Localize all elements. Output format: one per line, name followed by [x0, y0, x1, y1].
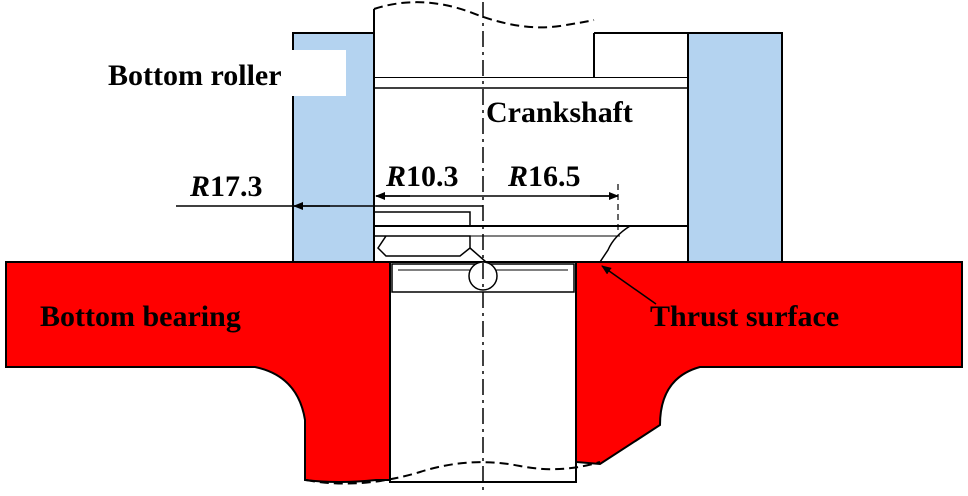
thrust-surface-label: Thrust surface: [650, 300, 839, 333]
bottom-bearing-body: [5, 261, 391, 483]
thrust-surface-leader: [601, 265, 657, 305]
crankshaft-top-break: [373, 1, 595, 29]
bottom-bearing-body-right: [575, 261, 963, 466]
bottom-bearing-label: Bottom bearing: [40, 300, 241, 333]
dimension-r10-label: R10.3: [385, 160, 459, 193]
journal-bottom-break: [305, 461, 601, 485]
bottom-roller-label: Bottom roller: [108, 59, 282, 92]
dimension-r17-label: R17.3: [189, 170, 263, 203]
crankshaft-thrust-step: [469, 225, 633, 263]
bottom-roller-label-bg: [100, 50, 346, 96]
bottom-roller-right: [687, 32, 783, 263]
crankshaft-upper-shaft: [373, 9, 689, 79]
dimension-r16-label: R16.5: [507, 160, 581, 193]
crankshaft-collar: [373, 211, 471, 257]
crankshaft-label: Crankshaft: [486, 96, 633, 129]
